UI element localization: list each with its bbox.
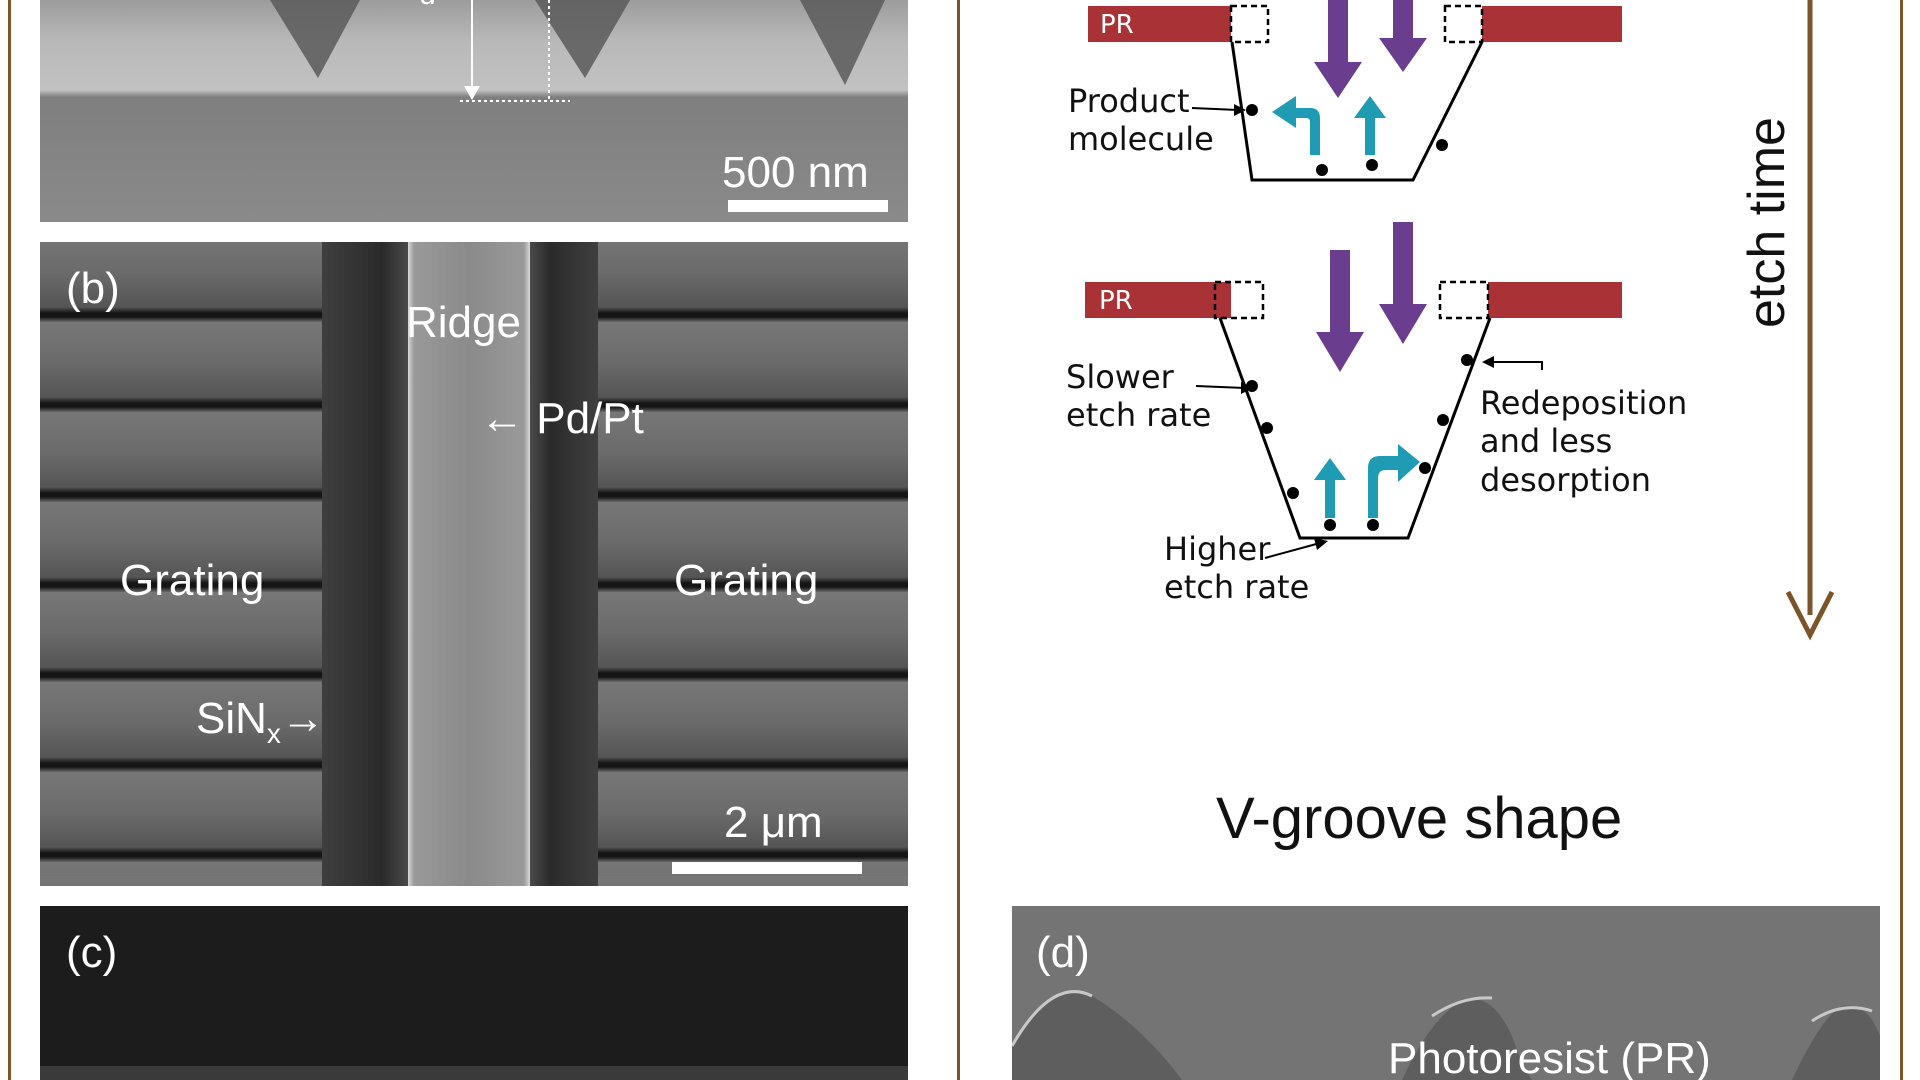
mask-box-top-right	[1443, 4, 1484, 44]
mask-box-bottom-left	[1213, 280, 1265, 320]
ridge-region	[408, 242, 530, 886]
panel-c-label: (c)	[66, 928, 118, 977]
etch-time-label: etch time	[1738, 117, 1796, 328]
sinx-label: SiNx→	[196, 694, 325, 749]
pr-bar-bottom-left	[1085, 282, 1231, 318]
pr-bar-top-left	[1088, 6, 1231, 42]
left-frame-line	[8, 0, 11, 1080]
mask-box-bottom-right	[1438, 280, 1490, 320]
product-arrow-icon	[1272, 96, 1320, 155]
higher-etch-rate-label: Higher etch rate	[1164, 530, 1310, 607]
panel-c-surface	[40, 1066, 908, 1080]
pr-bar-top-right	[1482, 6, 1622, 42]
product-molecule-label: Product molecule	[1068, 82, 1214, 159]
panel-a-label-d: d	[420, 0, 437, 12]
ridge-label: Ridge	[406, 298, 521, 347]
panel-b-scale-text: 2 μm	[724, 798, 823, 847]
panel-d-shapes	[1012, 990, 1880, 1080]
product-arrow-icon	[1354, 96, 1386, 155]
redeposition-label: Redeposition and less desorption	[1480, 384, 1688, 499]
center-frame-line	[957, 0, 960, 1080]
product-arrow-icon	[1314, 458, 1346, 518]
etch-time-arrowhead-icon	[1785, 590, 1835, 641]
pr-label-top: PR	[1100, 10, 1134, 40]
panel-a-sem-image: d hg 500 nm	[40, 0, 908, 222]
panel-c-sem-image: (c)	[40, 906, 908, 1080]
panel-a-scale-bar	[728, 200, 888, 212]
ion-arrow-icon	[1379, 0, 1427, 72]
product-arrow-icon	[1368, 444, 1420, 518]
pdpt-arrow-icon: ←	[480, 394, 537, 443]
mask-box-top-left	[1229, 4, 1270, 44]
trench-bottom	[1218, 317, 1492, 540]
ion-arrow-icon	[1379, 222, 1427, 344]
sinx-arrow-icon: →	[280, 694, 325, 743]
grating-right-region	[598, 242, 908, 886]
panel-a-shapes	[270, 0, 885, 102]
ion-arrow-icon	[1316, 250, 1364, 372]
grating-right-label: Grating	[674, 556, 819, 605]
right-frame-line	[1900, 0, 1903, 1080]
photoresist-label: Photoresist (PR)	[1388, 1034, 1711, 1080]
panel-a-scale-text: 500 nm	[722, 148, 869, 197]
panel-b-scale-bar	[672, 862, 862, 874]
panel-b-label: (b)	[66, 264, 120, 313]
sidewall-left	[322, 242, 408, 886]
slower-etch-rate-label: Slower etch rate	[1066, 358, 1212, 435]
panel-d-label: (d)	[1036, 928, 1090, 977]
panel-d-sem-image: (d) Photoresist (PR)	[1012, 906, 1880, 1080]
grating-left-region	[40, 242, 322, 886]
pr-bar-bottom-right	[1488, 282, 1622, 318]
pr-label-bottom: PR	[1099, 286, 1133, 316]
panel-b-sem-image: (b) Ridge ← Pd/Pt Grating Grating SiNx→ …	[40, 242, 908, 886]
v-groove-title: V-groove shape	[1216, 786, 1623, 851]
ion-arrow-icon	[1314, 0, 1362, 98]
grating-left-label: Grating	[120, 556, 265, 605]
pdpt-label: ← Pd/Pt	[480, 394, 644, 443]
etch-diagram	[1085, 0, 1835, 641]
sidewall-right	[530, 242, 598, 886]
